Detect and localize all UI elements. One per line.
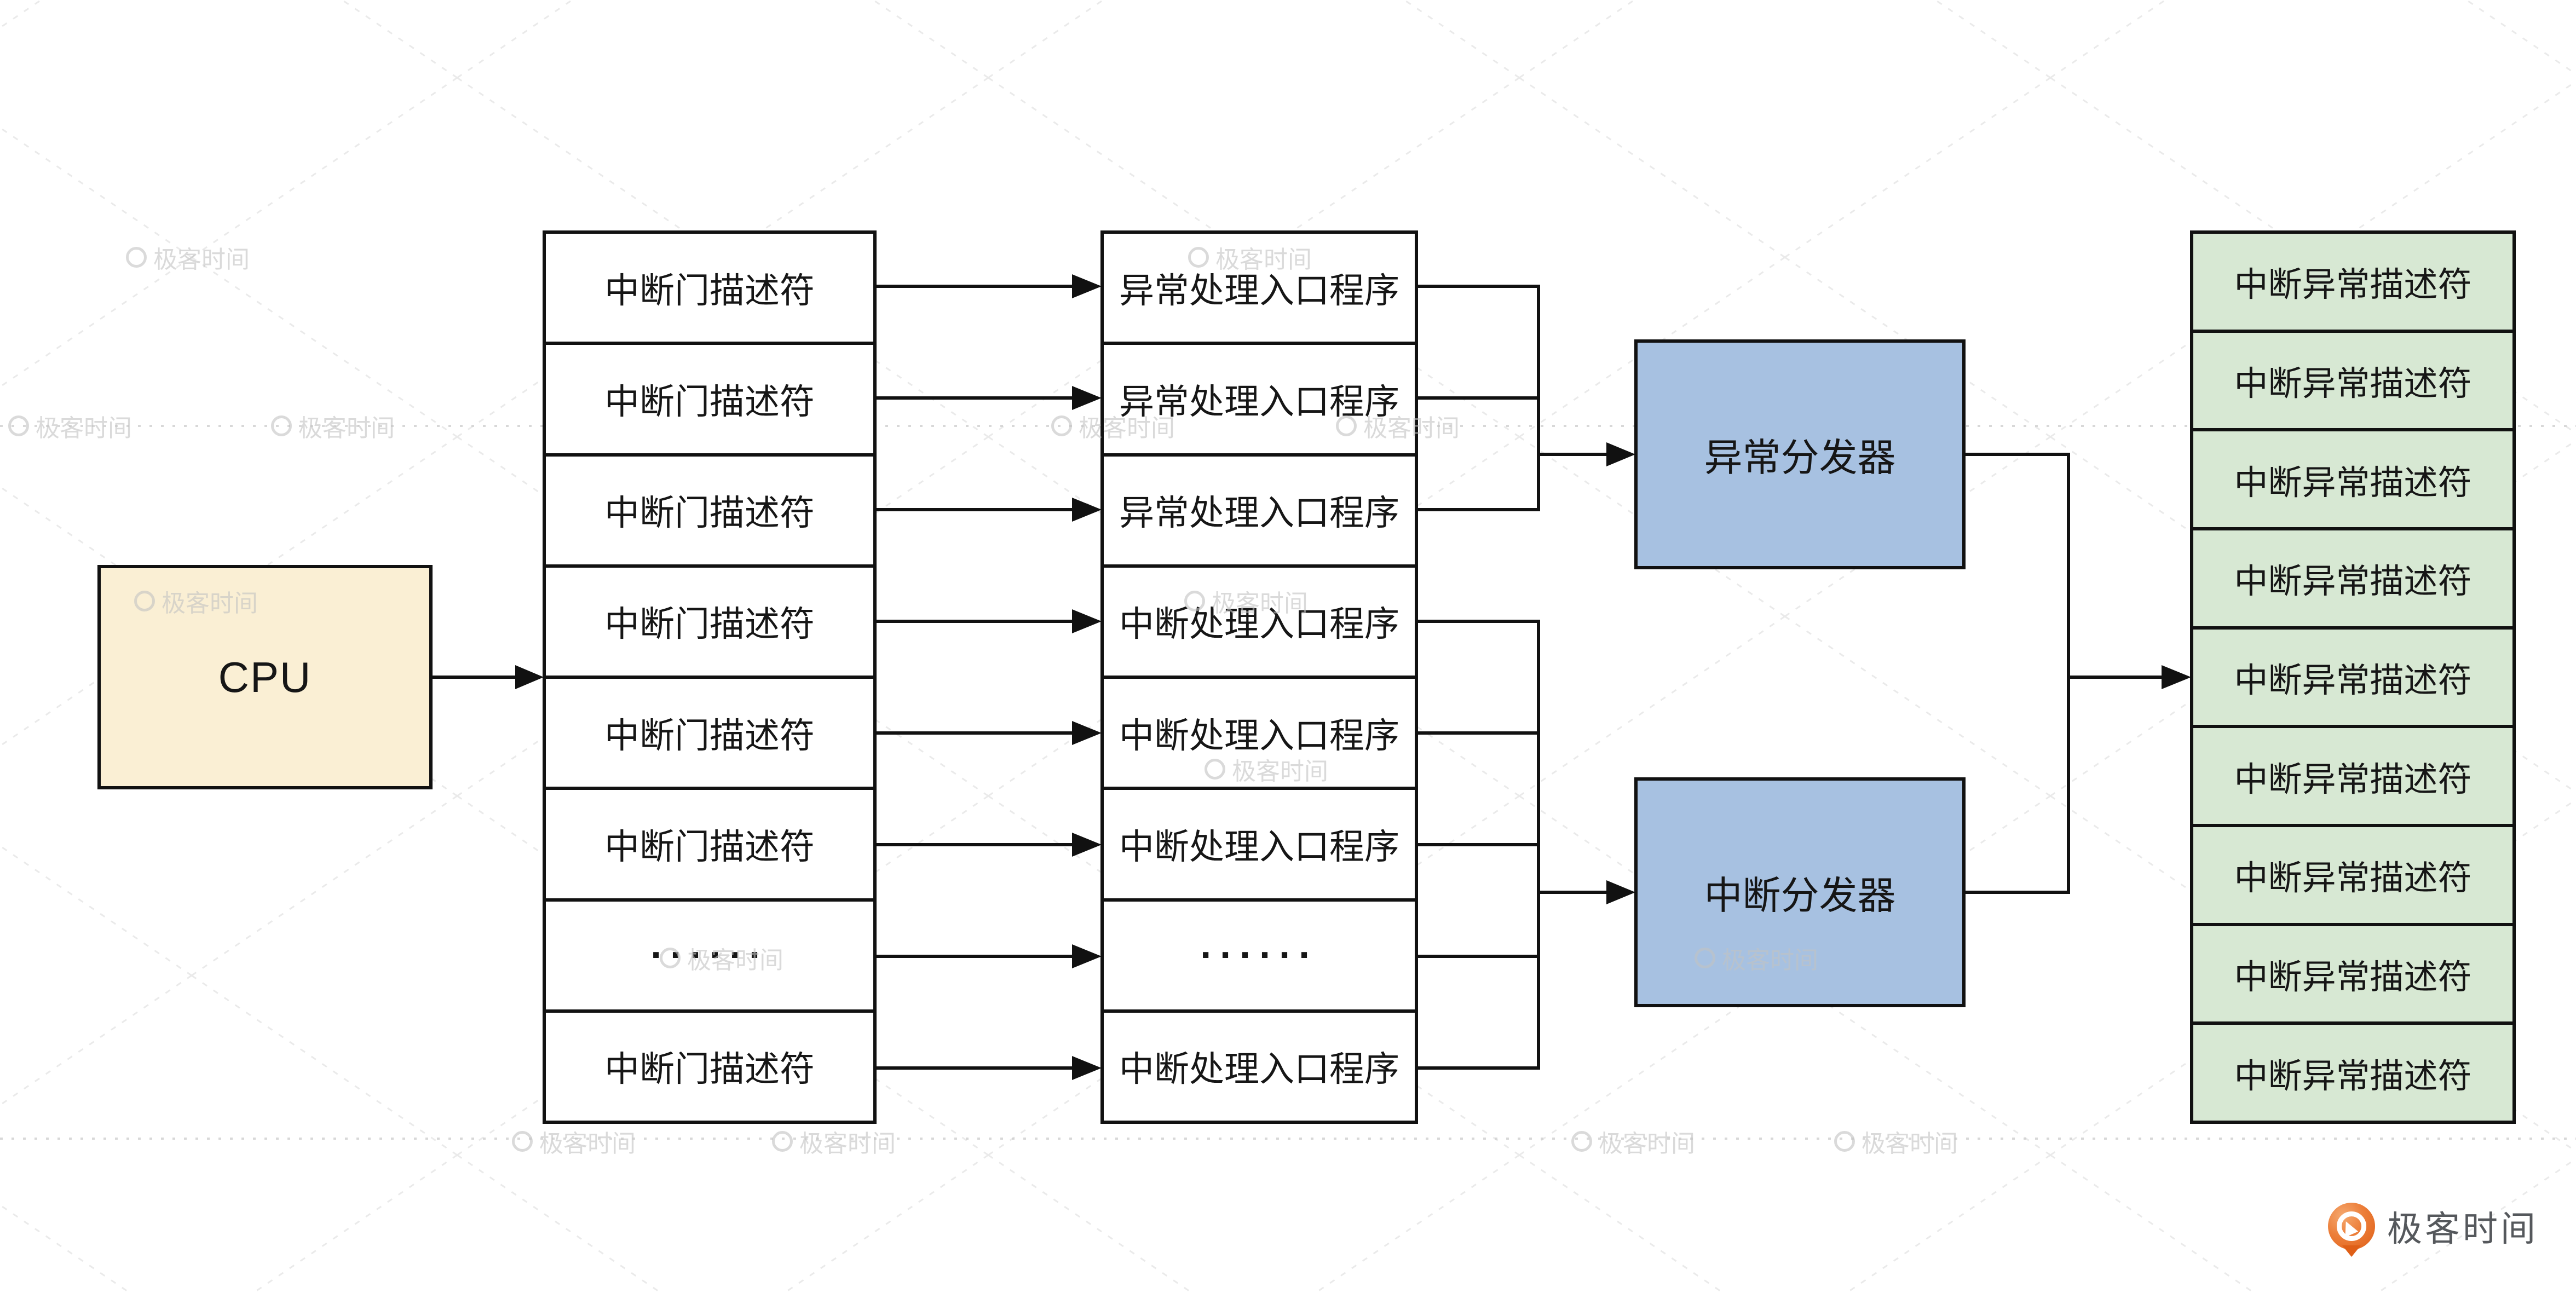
watermark: 极客时间 (1184, 584, 1308, 619)
watermark: 极客时间 (1571, 1124, 1695, 1159)
watermark: 极客时间 (271, 408, 395, 443)
gate-descriptor-row: 中断门描述符 (546, 564, 873, 676)
entry-program-row: 中断处理入口程序 (1104, 564, 1415, 676)
geektime-watermark-icon (660, 948, 681, 968)
descriptor-row: 中断异常描述符 (2193, 725, 2512, 824)
geektime-watermark-icon (1571, 1131, 1592, 1152)
watermark: 极客时间 (512, 1124, 636, 1159)
descriptor-row: 中断异常描述符 (2193, 1021, 2512, 1121)
descriptor-row: 中断异常描述符 (2193, 234, 2512, 330)
watermark: 极客时间 (1188, 240, 1312, 275)
entry-program-row: ······ (1104, 898, 1415, 1009)
watermark: 极客时间 (1051, 408, 1175, 443)
geektime-watermark-icon (772, 1131, 793, 1152)
geektime-watermark-icon (1336, 415, 1357, 436)
gate-descriptor-row: 中断门描述符 (546, 787, 873, 898)
descriptor-row: 中断异常描述符 (2193, 824, 2512, 923)
geektime-watermark-icon (1834, 1131, 1855, 1152)
entry-program-table: 异常处理入口程序异常处理入口程序异常处理入口程序中断处理入口程序中断处理入口程序… (1100, 230, 1418, 1124)
interrupt-exception-descriptor-table: 中断异常描述符中断异常描述符中断异常描述符中断异常描述符中断异常描述符中断异常描… (2190, 230, 2516, 1124)
gate-descriptor-row: 中断门描述符 (546, 676, 873, 787)
geektime-logo-icon (2328, 1203, 2375, 1257)
geektime-watermark-icon (1184, 591, 1205, 611)
brand-logo: 极客时间 (2328, 1199, 2538, 1257)
geektime-watermark-icon (512, 1131, 533, 1152)
exception-dispatcher-box: 异常分发器 (1634, 339, 1966, 569)
watermark: 极客时间 (134, 584, 258, 619)
geektime-watermark-icon (1188, 247, 1209, 268)
entry-program-row: 中断处理入口程序 (1104, 787, 1415, 898)
watermark: 极客时间 (772, 1124, 896, 1159)
descriptor-row: 中断异常描述符 (2193, 626, 2512, 725)
descriptor-row: 中断异常描述符 (2193, 527, 2512, 626)
gate-descriptor-table: 中断门描述符中断门描述符中断门描述符中断门描述符中断门描述符中断门描述符····… (543, 230, 877, 1124)
geektime-watermark-icon (271, 415, 292, 436)
entry-program-row: 中断处理入口程序 (1104, 1009, 1415, 1121)
watermark: 极客时间 (1205, 752, 1328, 787)
gate-descriptor-row: 中断门描述符 (546, 453, 873, 564)
watermark: 极客时间 (126, 240, 250, 275)
watermark: 极客时间 (8, 408, 132, 443)
descriptor-row: 中断异常描述符 (2193, 428, 2512, 528)
geektime-watermark-icon (8, 415, 29, 436)
descriptor-row: 中断异常描述符 (2193, 329, 2512, 429)
watermark: 极客时间 (1834, 1124, 1958, 1159)
brand-name: 极客时间 (2387, 1209, 2538, 1249)
watermark: 极客时间 (1695, 940, 1818, 975)
geektime-watermark-icon (126, 247, 147, 268)
geektime-watermark-icon (1051, 415, 1072, 436)
gate-descriptor-row: 中断门描述符 (546, 342, 873, 453)
geektime-watermark-icon (1695, 948, 1715, 968)
descriptor-row: 中断异常描述符 (2193, 922, 2512, 1022)
watermark: 极客时间 (660, 940, 783, 975)
watermark: 极客时间 (1336, 408, 1460, 443)
gate-descriptor-row: 中断门描述符 (546, 1009, 873, 1121)
entry-program-row: 异常处理入口程序 (1104, 453, 1415, 564)
geektime-watermark-icon (134, 591, 155, 611)
gate-descriptor-row: 中断门描述符 (604, 270, 815, 310)
geektime-watermark-icon (1205, 759, 1225, 780)
